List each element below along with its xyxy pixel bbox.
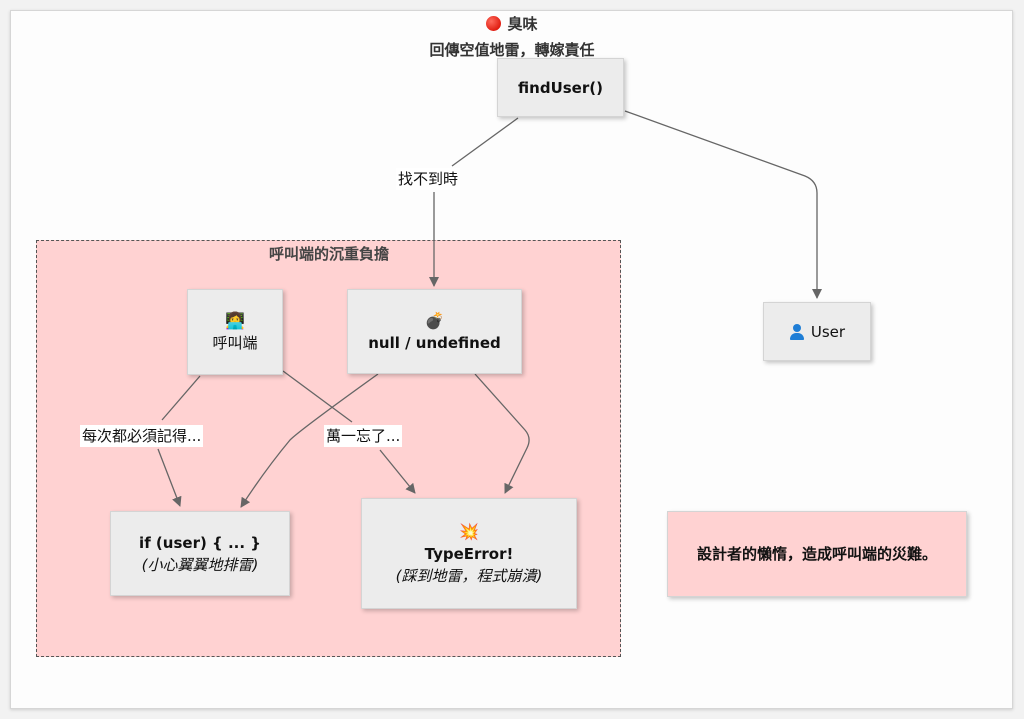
user-icon	[789, 323, 805, 340]
node-sublabel: (踩到地雷，程式崩潰)	[395, 566, 543, 585]
cluster-label: 呼叫端的沉重負擔	[268, 245, 389, 263]
node-label: User	[810, 322, 846, 341]
bomb-icon: 💣	[424, 310, 445, 330]
edge-finduser-to-user	[624, 110, 822, 299]
node-label: 呼叫端	[212, 334, 258, 352]
edge-finduser-to-null	[434, 117, 519, 286]
edge-caller-to-typeerror	[282, 370, 415, 493]
node-caller[interactable]: 👩‍💻 呼叫端	[187, 289, 283, 375]
title-line-1: 臭味	[507, 15, 538, 33]
technologist-icon: 👩‍💻	[225, 311, 245, 330]
edge-null-to-typeerror	[474, 373, 530, 494]
node-type-error[interactable]: 💥 TypeError! (踩到地雷，程式崩潰)	[361, 498, 577, 609]
red-circle-icon	[486, 16, 502, 31]
diagram-subtitle: 回傳空值地雷，轉嫁責任	[429, 41, 595, 59]
edge-null-to-if	[240, 373, 379, 508]
node-label: findUser()	[518, 78, 603, 97]
edge-label-not-found: 找不到時	[396, 168, 461, 190]
node-sublabel: (小心翼翼地排雷)	[141, 555, 259, 574]
node-label: null / undefined	[368, 333, 501, 352]
collision-icon: 💥	[459, 521, 479, 541]
note-text: 設計者的懶惰，造成呼叫端的災難。	[696, 545, 937, 563]
node-if-check[interactable]: if (user) { ... } (小心翼翼地排雷)	[110, 511, 290, 596]
node-label: TypeError!	[424, 544, 514, 563]
edge-label-forgot: 萬一忘了...	[324, 425, 403, 447]
edge-label-must-remember: 每次都必須記得...	[80, 425, 204, 447]
edge-caller-to-if	[157, 375, 201, 506]
node-find-user[interactable]: findUser()	[497, 58, 624, 117]
node-label: if (user) { ... }	[139, 533, 261, 552]
node-user[interactable]: User	[763, 302, 871, 361]
diagram-title: 臭味	[0, 13, 1024, 34]
node-null-undefined[interactable]: 💣 null / undefined	[347, 289, 522, 374]
node-note[interactable]: 設計者的懶惰，造成呼叫端的災難。	[667, 511, 967, 597]
